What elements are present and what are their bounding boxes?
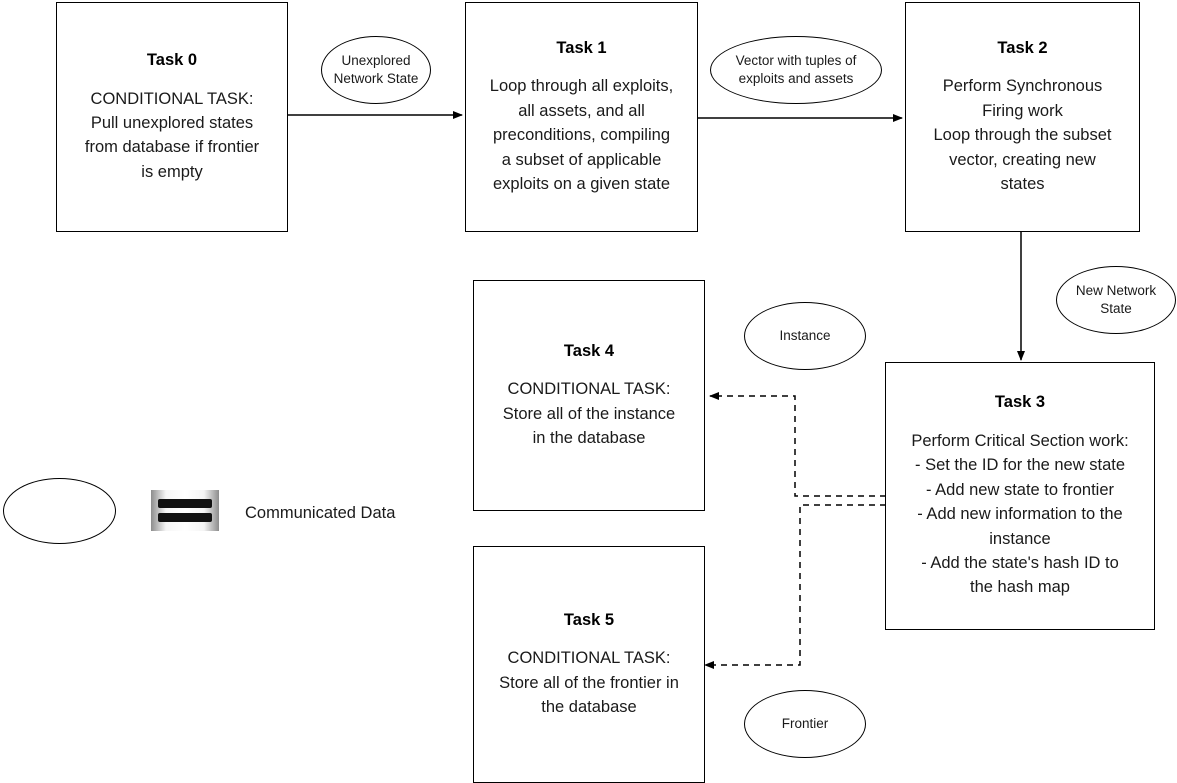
node-task2-title: Task 2 xyxy=(997,38,1048,57)
data-label-new-network-state-text: New Network State xyxy=(1075,283,1157,316)
equals-icon xyxy=(151,490,219,531)
node-task4-body: CONDITIONAL TASK: Store all of the insta… xyxy=(502,380,676,448)
equals-icon-bar-bottom xyxy=(158,513,212,522)
data-label-unexplored-network-state[interactable]: Unexplored Network State xyxy=(321,36,431,104)
node-task5[interactable]: Task 5 CONDITIONAL TASK: Store all of th… xyxy=(473,546,705,783)
node-task4[interactable]: Task 4 CONDITIONAL TASK: Store all of th… xyxy=(473,280,705,511)
node-task1-title: Task 1 xyxy=(556,38,607,57)
node-task1[interactable]: Task 1 Loop through all exploits, all as… xyxy=(465,2,698,232)
node-task5-title: Task 5 xyxy=(563,610,615,629)
data-label-unexplored-network-state-text: Unexplored Network State xyxy=(333,53,419,86)
node-task3-body: Perform Critical Section work: - Set the… xyxy=(911,431,1129,597)
data-label-frontier[interactable]: Frontier xyxy=(744,690,866,758)
node-task0-body: CONDITIONAL TASK: Pull unexplored states… xyxy=(84,89,260,181)
node-task2-body: Perform Synchronous Firing work Loop thr… xyxy=(933,77,1112,193)
data-label-instance-text: Instance xyxy=(779,328,831,344)
node-task3-title: Task 3 xyxy=(994,393,1046,412)
node-task0-title: Task 0 xyxy=(146,50,198,69)
node-task2[interactable]: Task 2 Perform Synchronous Firing work L… xyxy=(905,2,1140,232)
legend-caption: Communicated Data xyxy=(245,504,396,522)
equals-icon-bar-top xyxy=(158,499,212,508)
data-label-instance[interactable]: Instance xyxy=(744,302,866,370)
data-label-frontier-text: Frontier xyxy=(781,716,829,732)
edge-task3-to-task4 xyxy=(709,392,886,497)
node-task4-title: Task 4 xyxy=(563,341,615,360)
node-task5-body: CONDITIONAL TASK: Store all of the front… xyxy=(499,649,679,717)
data-label-new-network-state[interactable]: New Network State xyxy=(1056,266,1176,334)
node-task0[interactable]: Task 0 CONDITIONAL TASK: Pull unexplored… xyxy=(56,2,288,232)
data-label-vector-tuples[interactable]: Vector with tuples of exploits and asset… xyxy=(710,36,882,104)
data-label-vector-tuples-text: Vector with tuples of exploits and asset… xyxy=(735,53,857,86)
node-task3[interactable]: Task 3 Perform Critical Section work: - … xyxy=(885,362,1155,630)
edge-task3-to-task5 xyxy=(704,504,886,669)
legend-ellipse-shape xyxy=(3,478,116,544)
node-task1-body: Loop through all exploits, all assets, a… xyxy=(489,77,674,193)
